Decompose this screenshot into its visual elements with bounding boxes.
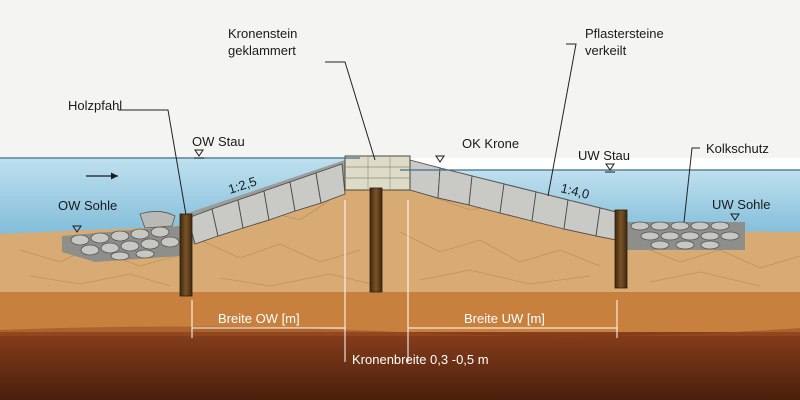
label-breite-ow: Breite OW [m]	[218, 311, 300, 326]
label-pflastersteine-1: Pflastersteine	[585, 26, 664, 41]
label-holzpfahl: Holzpfahl	[68, 98, 122, 113]
deep-soil-layer	[0, 330, 800, 400]
leader-lines	[118, 43, 700, 223]
label-kronenstein-1: Kronenstein	[228, 26, 297, 41]
pile-upstream	[179, 213, 193, 297]
label-breite-uw: Breite UW [m]	[464, 311, 545, 326]
subsoil-layer	[0, 288, 800, 332]
label-kronenstein-2: geklammert	[228, 43, 296, 58]
label-ok-krone: OK Krone	[462, 136, 519, 151]
downstream-stone-bed	[625, 221, 745, 250]
sky	[0, 0, 800, 158]
label-uw-sohle: UW Sohle	[712, 197, 771, 212]
label-kronenbreite: Kronenbreite 0,3 -0,5 m	[352, 352, 489, 367]
label-kolkschutz: Kolkschutz	[706, 141, 769, 156]
downstream-paving-stones	[409, 159, 621, 241]
level-markers	[72, 149, 740, 233]
soil-transition	[0, 326, 800, 337]
pile-downstream	[614, 209, 628, 289]
flow-arrow	[86, 172, 118, 180]
crown-stone	[344, 155, 411, 191]
dimension-lines	[191, 200, 618, 362]
label-pflastersteine-2: verkeilt	[585, 43, 627, 58]
upstream-stone-bed	[62, 211, 180, 262]
label-uw-stau: UW Stau	[578, 148, 630, 163]
upstream-paving-stones	[185, 160, 346, 245]
pile-crown	[369, 187, 383, 293]
label-ow-stau: OW Stau	[192, 134, 245, 149]
label-ow-sohle: OW Sohle	[58, 198, 117, 213]
label-slope-uw: 1:4,0	[559, 180, 591, 202]
